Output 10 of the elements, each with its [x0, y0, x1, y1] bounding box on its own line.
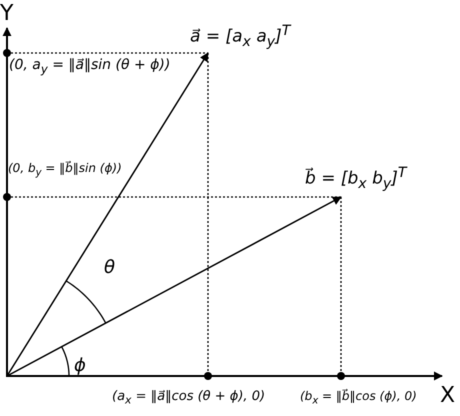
- coordinate-label: (a$_{x}$ = ‖a⃗‖cos (θ + ϕ), 0): [112, 390, 266, 406]
- coordinate-label: (b$_{x}$ = ‖b⃗‖cos (ϕ), 0): [300, 390, 417, 406]
- vector-label: b⃗ = [b$_{x}$ b$_{y}$]$^{T}$: [305, 166, 407, 193]
- coordinate-label: (0, b$_{y}$ = ‖b⃗‖sin (ϕ)): [8, 162, 122, 178]
- angle-label: ϕ: [74, 356, 86, 376]
- axis-label: X: [440, 384, 456, 408]
- coordinate-label: (0, a$_{y}$ = ‖a⃗‖sin (θ + ϕ)): [9, 58, 170, 76]
- axis-label: Y: [0, 2, 14, 26]
- angle-label: θ: [104, 258, 116, 278]
- vector-label: a⃗ = [a$_{x}$ a$_{y}$]$^{T}$: [190, 24, 290, 51]
